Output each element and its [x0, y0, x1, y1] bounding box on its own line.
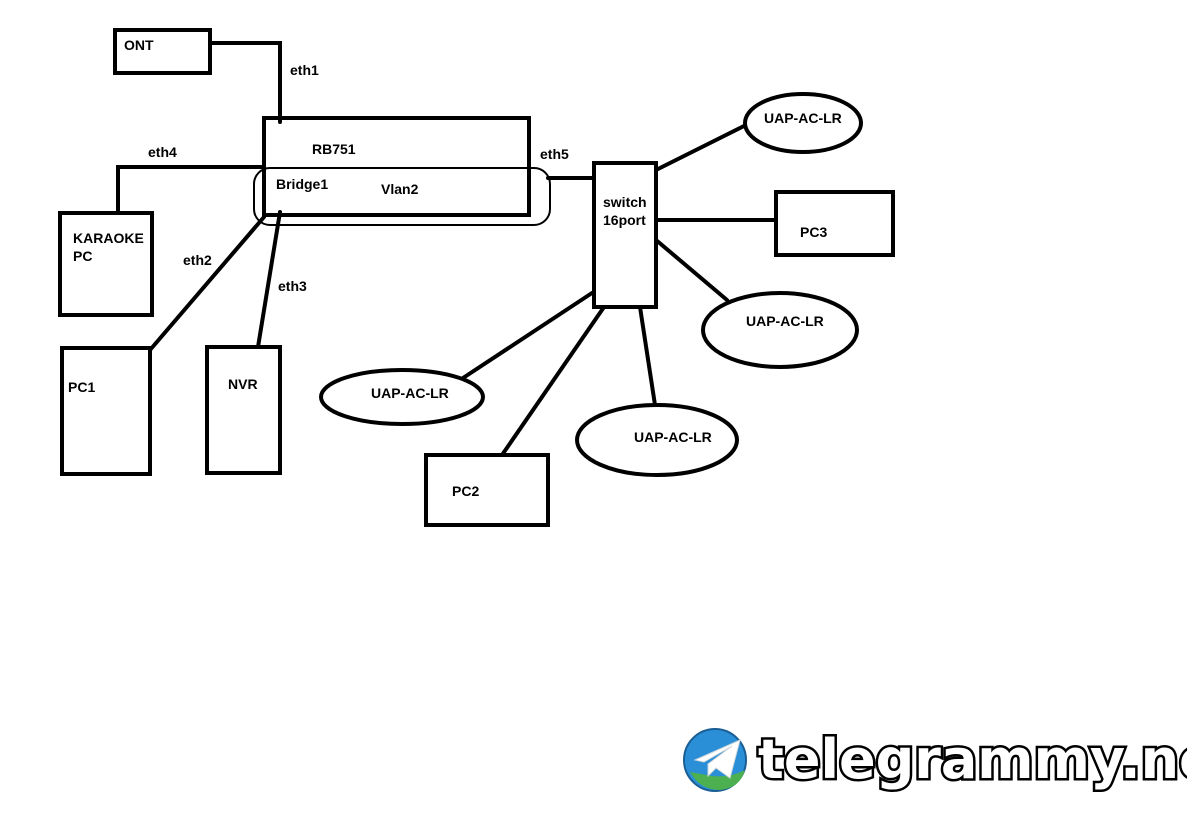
karaoke-label-line2: PC: [73, 248, 92, 264]
nvr-label: NVR: [228, 376, 258, 392]
uap-left-ellipse: [319, 368, 485, 426]
uap-top-label: UAP-AC-LR: [764, 110, 842, 126]
ont-label: ONT: [124, 37, 154, 53]
bridge-vlan-outline: [253, 167, 551, 226]
switch-label-line1: switch: [603, 194, 647, 210]
pc1-label: PC1: [68, 379, 95, 395]
eth5-label: eth5: [540, 146, 569, 162]
link-ont-rb751: [208, 41, 282, 124]
link-rb751-nvr: [256, 210, 282, 349]
uap-top-ellipse: [743, 92, 863, 154]
nvr-box: [205, 345, 282, 475]
pc2-label: PC2: [452, 483, 479, 499]
device-shapes: [58, 28, 895, 527]
uap-right-ellipse: [701, 291, 859, 369]
pc3-label: PC3: [800, 224, 827, 240]
pc1-box: [60, 346, 152, 476]
uap-bottom-label: UAP-AC-LR: [634, 429, 712, 445]
rb751-box: [262, 116, 531, 217]
vlan2-label: Vlan2: [381, 181, 419, 197]
link-rb751-pc1: [148, 215, 266, 352]
switch-box: [592, 161, 658, 309]
watermark: telegrammy.net: [683, 726, 1187, 794]
link-switch-uap-right: [654, 238, 729, 302]
rb751-label: RB751: [312, 141, 356, 157]
eth3-label: eth3: [278, 278, 307, 294]
uap-bottom-ellipse: [575, 403, 739, 477]
pc3-box: [774, 190, 895, 257]
switch-label-line2: 16port: [603, 212, 646, 228]
link-switch-uap-left: [461, 291, 594, 380]
eth2-label: eth2: [183, 252, 212, 268]
eth4-label: eth4: [148, 144, 177, 160]
link-switch-pc2: [500, 305, 606, 457]
telegram-logo-icon: [683, 728, 747, 792]
connection-lines: [116, 41, 778, 457]
karaoke-label-line1: KARAOKE: [73, 230, 144, 246]
labels: ONT RB751 Bridge1 Vlan2 KARAOKE PC PC1 N…: [68, 37, 842, 499]
eth1-label: eth1: [290, 62, 319, 78]
ont-box: [113, 28, 212, 75]
link-switch-uap-bottom: [638, 305, 657, 407]
link-rb751-karaoke: [116, 165, 266, 215]
link-switch-uap-top: [654, 122, 750, 172]
pc2-box: [424, 453, 550, 527]
karaoke-pc-box: [58, 211, 154, 317]
uap-left-label: UAP-AC-LR: [371, 385, 449, 401]
bridge1-label: Bridge1: [276, 176, 328, 192]
watermark-text: telegrammy.net: [758, 728, 1187, 791]
uap-right-label: UAP-AC-LR: [746, 313, 824, 329]
